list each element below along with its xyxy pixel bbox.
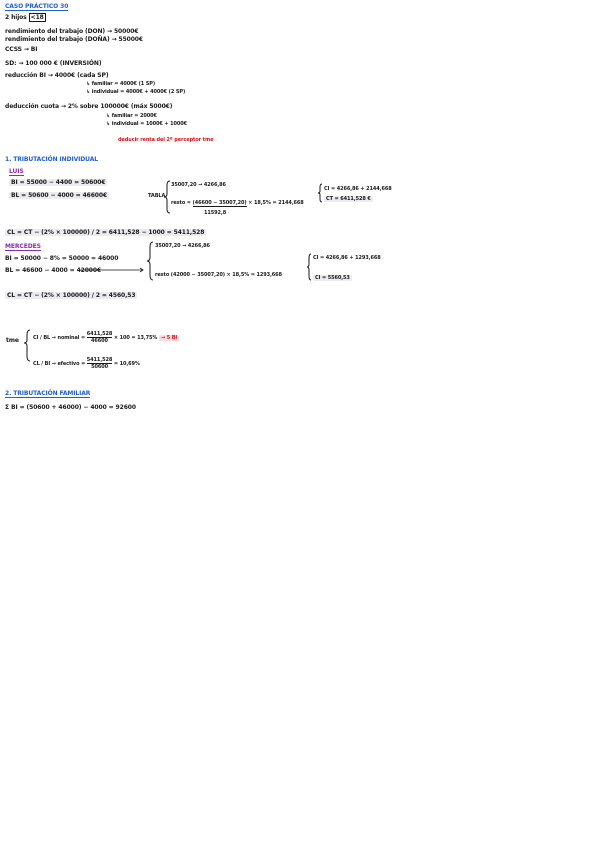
mercedes-tabla-row2: resto (42000 − 35007,20) × 18,5% = 1293,… — [155, 272, 282, 278]
brace-mercedes-ci — [306, 253, 312, 281]
hijos-label: 2 hijos — [5, 14, 27, 21]
tme-nominal-result: → 5 BI — [158, 335, 180, 341]
luis-tabla-row1: 35007,20 → 4266,86 — [171, 182, 226, 188]
deduccion-line: deducción cuota → 2% sobre 100000€ (máx … — [5, 103, 173, 110]
brace-luis — [163, 180, 171, 214]
page-title: CASO PRÁCTICO 30 — [5, 3, 69, 11]
reduccion-familiar: ↳ familiar = 4000€ (1 SP) — [86, 81, 156, 87]
brace-luis-ci — [317, 183, 323, 203]
luis-bi: BI = 55000 − 4400 = 50600€ — [9, 179, 108, 186]
luis-cl: CL = CT − (2% × 100000) / 2 = 6411,528 −… — [5, 229, 207, 236]
brace-tme — [23, 329, 31, 362]
luis-frac-den: 11592,8 — [204, 210, 227, 216]
luis-tabla-row2: resto = (46600 − 35007,20) × 18,5% = 214… — [171, 200, 304, 207]
mercedes-bi: BI = 50000 − 8% = 50000 = 46000 — [5, 255, 119, 262]
arrow-mercedes-bl — [80, 267, 144, 273]
mercedes-ct: CI = 5560,53 — [313, 275, 352, 281]
luis-ct: CT = 6411,528 € — [324, 196, 373, 202]
section-individual-title: 1. TRIBUTACIÓN INDIVIDUAL — [5, 156, 99, 163]
reduccion-line: reducción BI → 4000€ (cada SP) — [5, 72, 109, 79]
luis-label: LUIS — [9, 168, 24, 176]
mercedes-cl: CL = CT − (2% × 100000) / 2 = 4560,53 — [5, 292, 138, 299]
section-familiar-title: 2. TRIBUTACIÓN FAMILIAR — [5, 390, 91, 398]
hijos-age-box: <18 — [28, 13, 46, 22]
tme-label: tme — [6, 337, 19, 344]
luis-ci: CI = 4266,86 + 2144,668 — [324, 186, 392, 192]
rendimiento-don: rendimiento del trabajo (DON) → 50000€ — [5, 28, 139, 35]
reduccion-individual: ↳ individual = 4000€ + 4000€ (2 SP) — [86, 89, 186, 95]
mercedes-ci: CI = 4266,86 + 1293,668 — [313, 255, 381, 261]
deduccion-individual: ↳ individual = 1000€ + 1000€ — [106, 121, 188, 127]
ccss-line: CCSS → BI — [5, 46, 38, 53]
rendimiento-dona: rendimiento del trabajo (DOÑA) → 55000€ — [5, 36, 143, 43]
brace-mercedes — [146, 241, 154, 281]
hijos-line: 2 hijos <18 — [5, 13, 46, 22]
mercedes-bl: BL = 46600 − 4000 = 42000€ — [5, 267, 102, 274]
deduccion-familiar: ↳ familiar = 2000€ — [106, 113, 157, 119]
note-red: deducir renta del 2º perceptor tme — [118, 137, 214, 143]
mercedes-tabla-row1: 35007,20 → 4266,86 — [155, 243, 210, 249]
sd-line: SD: → 100 000 € (INVERSIÓN) — [5, 60, 102, 67]
familiar-bi-sum: Σ BI = (50600 + 46000) − 4000 = 92600 — [5, 404, 136, 411]
mercedes-label: MERCEDES — [5, 243, 41, 251]
luis-bl: BL = 50600 − 4000 = 46600€ — [9, 192, 110, 199]
tabla-label: TABLA — [148, 193, 166, 199]
